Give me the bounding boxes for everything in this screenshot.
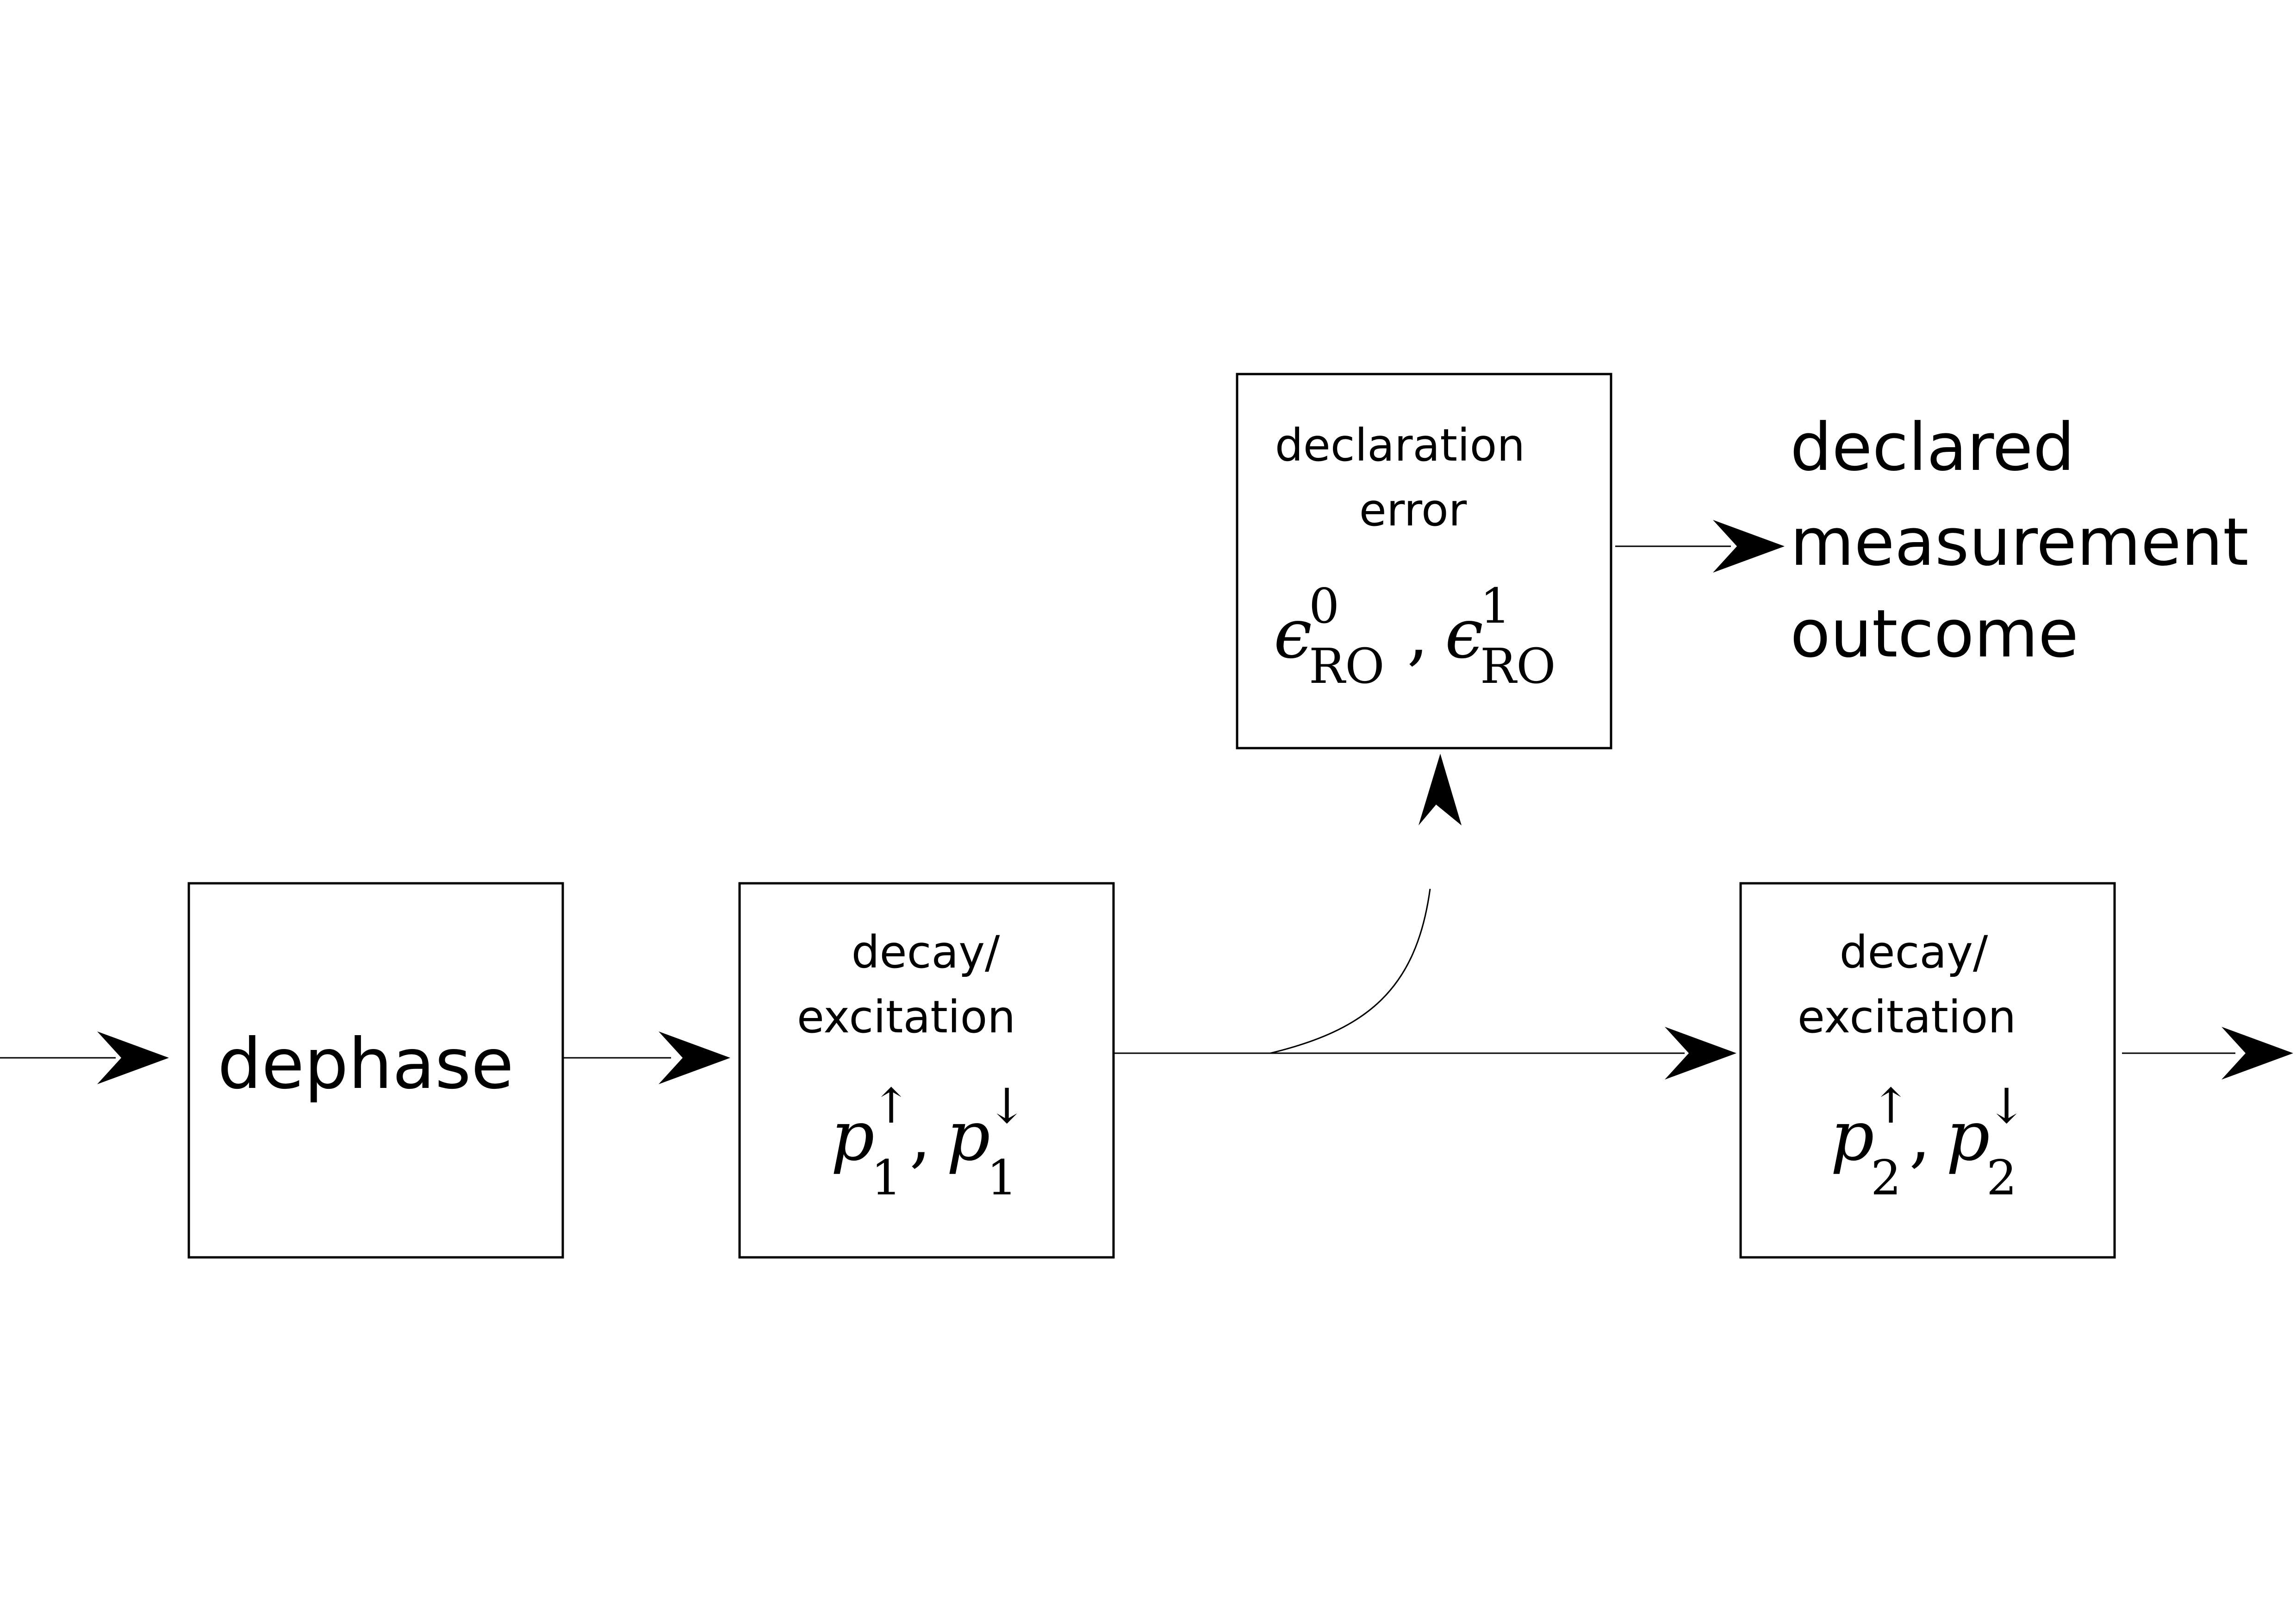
declaration-box-label-line1: declaration (1275, 419, 1525, 471)
outcome-label-line3: outcome (1790, 596, 2078, 672)
branch-to-declaration-arrowhead (1419, 754, 1462, 825)
decay-box-2-symbol-b: p (1946, 1096, 1990, 1176)
outcome-label-line2: measurement (1790, 504, 2249, 581)
decay-box-1-symbol-a: p (831, 1096, 875, 1176)
decay-box-1-label-line2: excitation (797, 991, 1015, 1043)
decay-box-2-label-line2: excitation (1798, 991, 2016, 1043)
dephase-label: dephase (218, 1024, 514, 1105)
declaration-box-symbol-a: ϵ (1274, 594, 1312, 674)
decay-box-2-sup-up: ↑ (1871, 1078, 1911, 1134)
decay-box-2-label-line1: decay/ (1840, 926, 1988, 978)
decay-box-1-separator: , (909, 1096, 931, 1176)
decay-box-1-frame (738, 882, 1115, 1259)
output-arrowhead (2221, 1027, 2293, 1080)
declaration-box-frame (1236, 373, 1612, 750)
declaration-box-sub-a: RO (1309, 638, 1385, 694)
declaration-box-sub-b: RO (1480, 638, 1556, 694)
declaration-box-symbol-b: ϵ (1445, 594, 1483, 674)
declared-outcome-label: declared measurement outcome (1790, 409, 2249, 672)
decay-box-1-label-line1: decay/ (852, 926, 1000, 978)
decay-box-1-sup-up: ↑ (871, 1078, 911, 1134)
decay1-to-decay2-arrowhead (1665, 1027, 1736, 1080)
decay-box-1-sub-a: 1 (871, 1149, 902, 1206)
declaration-box-sup-0: 0 (1309, 578, 1339, 634)
dephase-to-decay1-arrowhead (659, 1031, 730, 1084)
decay-box-1-formula: p ↑ 1 , p ↓ 1 (831, 1078, 1027, 1206)
declaration-to-outcome-arrowhead (1713, 520, 1785, 573)
dephase-box-frame (187, 882, 564, 1259)
declaration-box-label-line2: error (1359, 484, 1467, 536)
declaration-box-sup-1: 1 (1480, 578, 1511, 634)
dephase-box: dephase (187, 882, 564, 1259)
declaration-error-box: declaration error ϵ 0 RO , ϵ 1 RO (1236, 373, 1612, 750)
decay-box-2-formula: p ↑ 2 , p ↓ 2 (1830, 1078, 2027, 1206)
declaration-box-comma: , (1407, 594, 1429, 674)
decay-excitation-box-2: decay/ excitation p ↑ 2 , p ↓ 2 (1739, 882, 2116, 1259)
decay-box-2-frame (1739, 882, 2116, 1259)
declaration-box-formula: ϵ 0 RO , ϵ 1 RO (1274, 578, 1556, 694)
decay-box-2-symbol-a: p (1830, 1096, 1874, 1176)
decay-box-2-separator: , (1909, 1096, 1931, 1176)
decay-box-2-sup-down: ↓ (1986, 1078, 2027, 1134)
decay-box-1-sup-down: ↓ (987, 1078, 1027, 1134)
decay-box-2-sub-a: 2 (1871, 1149, 1901, 1206)
decay-box-1-symbol-b: p (946, 1096, 990, 1176)
outcome-label-line1: declared (1790, 409, 2075, 486)
decay-excitation-box-1: decay/ excitation p ↑ 1 , p ↓ 1 (738, 882, 1115, 1259)
decay-box-2-sub-b: 2 (1986, 1149, 2017, 1206)
branch-to-declaration-curve (1270, 888, 1431, 1054)
decay-box-1-sub-b: 1 (987, 1149, 1017, 1206)
input-arrowhead (97, 1031, 169, 1084)
